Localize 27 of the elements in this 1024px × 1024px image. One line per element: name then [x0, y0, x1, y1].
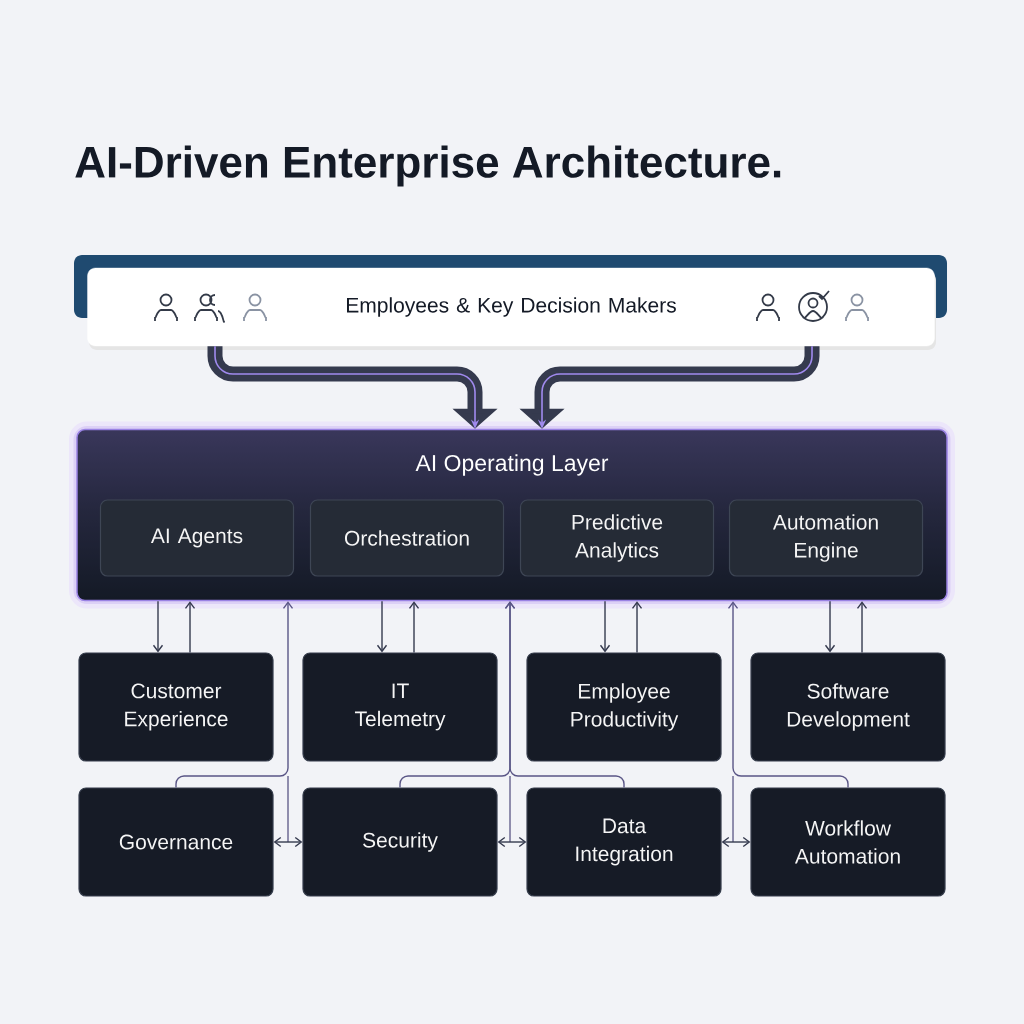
domain-box: IT Telemetry	[302, 652, 498, 762]
domain-box: Security	[302, 787, 498, 897]
arrow	[152, 600, 164, 653]
arrow	[504, 601, 625, 789]
arrow	[856, 601, 868, 654]
arrow	[824, 600, 836, 653]
arrow	[721, 836, 751, 848]
arrow	[599, 600, 611, 653]
header-card: Employees & Key Decision Makers	[87, 267, 935, 347]
arrow	[631, 601, 643, 654]
arrow	[376, 600, 388, 653]
title: AI-Driven Enterprise Architecture.	[75, 145, 781, 187]
arrow	[175, 601, 294, 789]
arrow	[497, 836, 527, 848]
domain-box: Governance	[78, 787, 274, 897]
domain-box: Software Development	[750, 652, 946, 762]
module-box: Orchestration	[309, 499, 505, 577]
domain-box: Workflow Automation	[750, 787, 946, 897]
domain-box: Data Integration	[526, 787, 722, 897]
domain-box: Customer Experience	[78, 652, 274, 762]
arrow	[184, 601, 196, 654]
arrow	[408, 601, 420, 654]
arrow	[273, 836, 303, 848]
module-box: Automation Engine	[728, 499, 924, 577]
domain-box: Employee Productivity	[526, 652, 722, 762]
module-box: Predictive Analytics	[519, 499, 715, 577]
module-box: AI Agents	[99, 499, 295, 577]
